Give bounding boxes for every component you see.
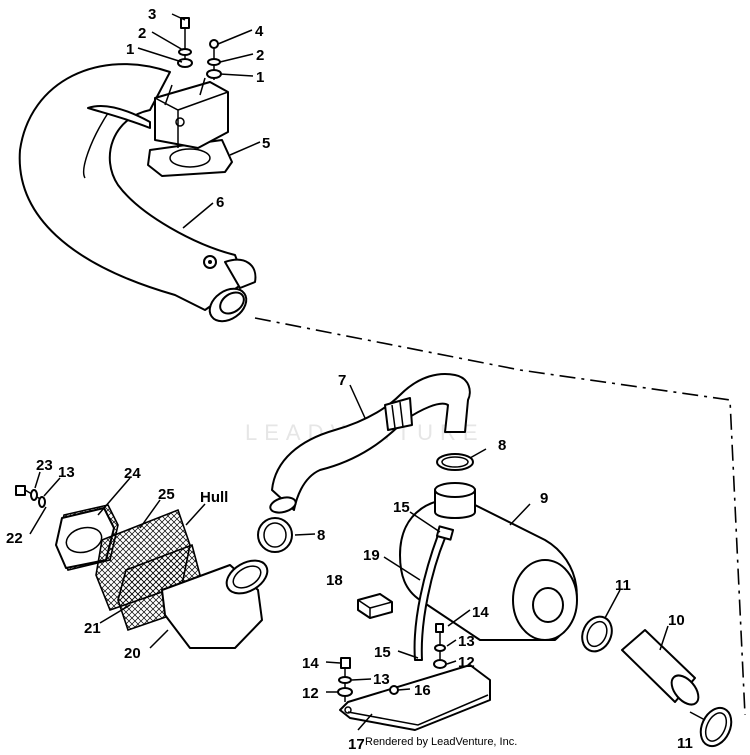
callout-13: 13 — [373, 671, 390, 688]
callout-8: 8 — [317, 527, 325, 544]
callout-1: 1 — [256, 69, 264, 86]
callout-4: 4 — [255, 23, 264, 40]
callout-24: 24 — [124, 465, 141, 482]
callout-15: 15 — [374, 644, 391, 661]
callout-25: 25 — [158, 486, 175, 503]
callout-6: 6 — [216, 194, 224, 211]
callout-2: 2 — [138, 25, 146, 42]
callout-14: 14 — [472, 604, 489, 621]
callout-17: 17 — [348, 736, 365, 753]
callout-15: 15 — [393, 499, 410, 516]
callout-5: 5 — [262, 135, 270, 152]
callout-3: 3 — [148, 6, 156, 23]
callout-16: 16 — [414, 682, 431, 699]
curved-hose — [269, 373, 471, 514]
assembly-line — [254, 317, 746, 716]
hull-label: Hull — [200, 489, 228, 506]
hardware-right — [433, 623, 447, 669]
callout-7: 7 — [338, 372, 346, 389]
leader-lines — [29, 13, 706, 731]
callout-13: 13 — [58, 464, 75, 481]
callout-21: 21 — [84, 620, 101, 637]
callout-14: 14 — [302, 655, 319, 672]
callout-labels: 3 2 1 4 2 1 5 6 7 8 9 15 19 18 11 14 13 … — [6, 6, 693, 753]
manifold-block — [154, 77, 229, 149]
outlet-fitting — [581, 615, 733, 748]
flange-gasket — [147, 139, 233, 177]
retaining-strap — [413, 525, 455, 661]
callout-19: 19 — [363, 547, 380, 564]
footer-attribution: Rendered by LeadVenture, Inc. — [365, 736, 518, 748]
rubber-block — [357, 593, 393, 619]
callout-11: 11 — [615, 577, 631, 594]
callout-10: 10 — [668, 612, 685, 629]
callout-20: 20 — [124, 645, 141, 662]
callout-18: 18 — [326, 572, 343, 589]
callout-2: 2 — [256, 47, 264, 64]
bolts-and-washers-top — [177, 17, 222, 80]
mounting-bracket — [339, 664, 491, 731]
exhaust-pipe — [18, 63, 257, 323]
callout-23: 23 — [36, 457, 53, 474]
callout-12: 12 — [458, 654, 475, 671]
callout-1: 1 — [126, 41, 134, 58]
hose-clamp-lower — [257, 517, 293, 553]
hose-clamp-upper — [436, 453, 474, 471]
callout-13: 13 — [458, 633, 475, 650]
callout-12: 12 — [302, 685, 319, 702]
callout-8: 8 — [498, 437, 506, 454]
callout-22: 22 — [6, 530, 23, 547]
callout-11: 11 — [677, 735, 693, 752]
hull-outlet-assembly — [15, 485, 269, 649]
callout-9: 9 — [540, 490, 548, 507]
